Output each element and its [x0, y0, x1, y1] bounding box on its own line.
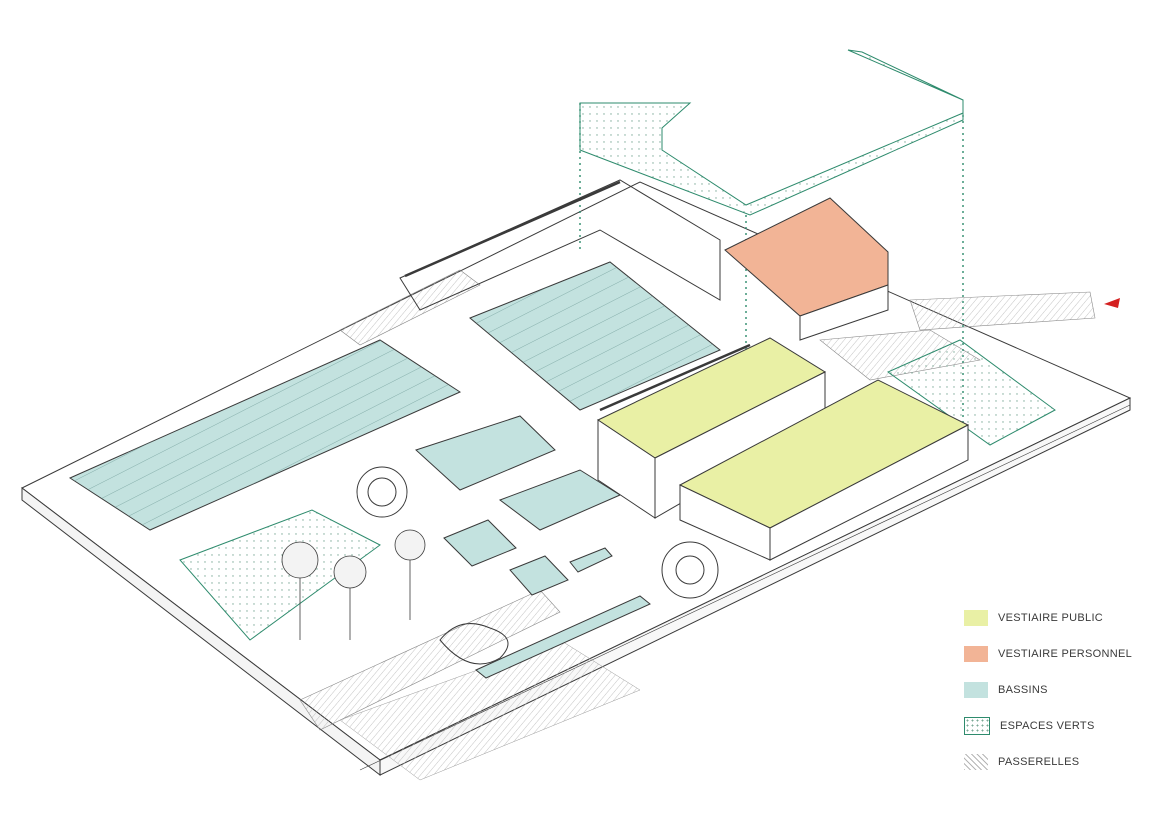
- passerelles-walkways: [299, 269, 1096, 781]
- outdoor-lane-pool: [475, 595, 651, 679]
- legend-swatch: [964, 610, 988, 626]
- legend-swatch: [964, 754, 988, 770]
- vestiaire-personnel-building: [724, 197, 889, 341]
- small-pool-c: [569, 547, 613, 573]
- vestiaire-public-buildings: [596, 337, 970, 561]
- small-pool-b: [509, 555, 569, 596]
- small-pool-a: [443, 519, 517, 567]
- legend-label: BASSINS: [998, 684, 1048, 696]
- legend-item-espaces-verts: ESPACES VERTS: [964, 708, 1144, 744]
- north-arrow-icon: [1104, 298, 1120, 308]
- tree-icon: [333, 555, 367, 640]
- legend-label: VESTIAIRE PUBLIC: [998, 612, 1104, 624]
- legend-label: VESTIAIRE PERSONNEL: [998, 648, 1133, 660]
- legend-swatch: [964, 717, 990, 735]
- legend: VESTIAIRE PUBLIC VESTIAIRE PERSONNEL BAS…: [964, 600, 1144, 780]
- legend-label: PASSERELLES: [998, 756, 1080, 768]
- learning-pool: [415, 415, 556, 491]
- tree-icon: [394, 529, 426, 620]
- legend-swatch: [964, 682, 988, 698]
- espaces-verts: [179, 49, 1056, 641]
- legend-item-passerelles: PASSERELLES: [964, 744, 1144, 780]
- legend-item-vestiaire-public: VESTIAIRE PUBLIC: [964, 600, 1144, 636]
- legend-item-bassins: BASSINS: [964, 672, 1144, 708]
- courtyard-trees: [281, 529, 426, 640]
- building-walls: [356, 179, 751, 665]
- tree-icon: [281, 541, 319, 640]
- legend-label: ESPACES VERTS: [1000, 720, 1095, 732]
- legend-item-vestiaire-personnel: VESTIAIRE PERSONNEL: [964, 636, 1144, 672]
- bassins: [68, 261, 721, 679]
- legend-swatch: [964, 646, 988, 662]
